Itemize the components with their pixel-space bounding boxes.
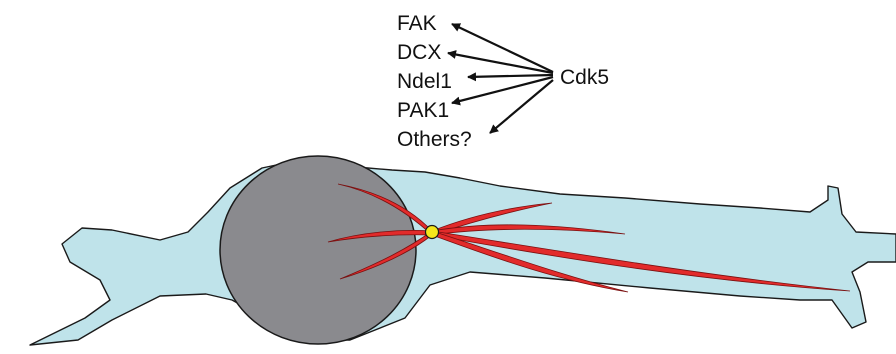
label-dcx: DCX <box>397 41 441 64</box>
label-fak: FAK <box>397 12 437 35</box>
arrow-to-ndel1 <box>468 75 553 77</box>
arrow-to-fak <box>452 24 553 72</box>
centrosome <box>426 226 439 239</box>
label-cdk5: Cdk5 <box>560 66 609 89</box>
label-others: Others? <box>397 128 472 151</box>
cell-body <box>30 160 896 345</box>
label-ndel1: Ndel1 <box>397 70 452 93</box>
arrow-to-others <box>490 80 553 133</box>
arrow-to-dcx <box>448 53 553 73</box>
arrow-to-pak1 <box>452 77 553 103</box>
nucleus <box>220 156 416 344</box>
label-pak1: PAK1 <box>397 99 449 122</box>
substrate-arrows <box>448 24 553 133</box>
